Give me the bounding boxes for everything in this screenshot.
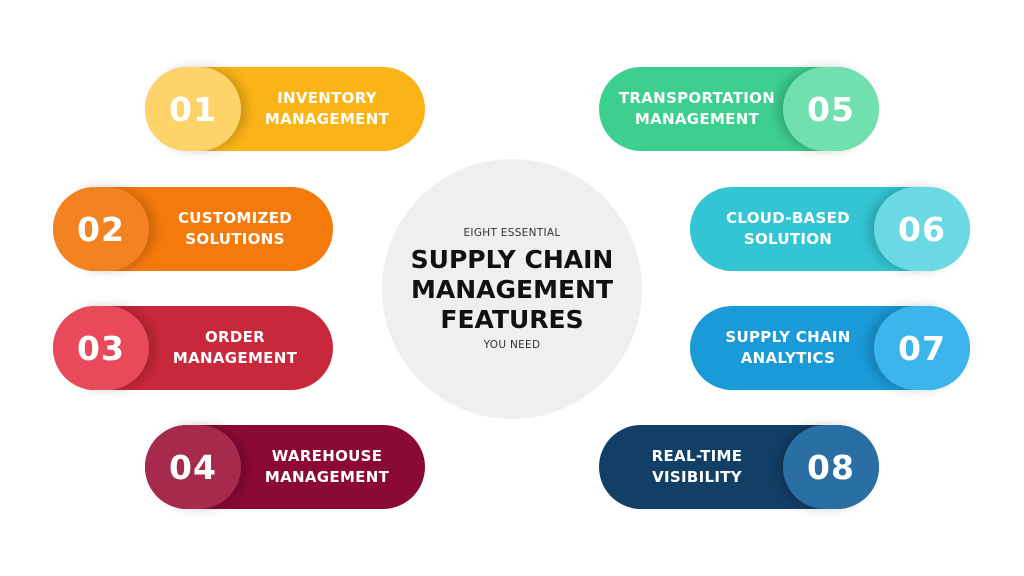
feature-label-07: SUPPLY CHAIN ANALYTICS	[702, 306, 874, 390]
feature-label-line2: MANAGEMENT	[264, 468, 390, 486]
feature-number-cap-03: 03	[53, 306, 149, 390]
feature-label-line2: MANAGEMENT	[264, 110, 390, 128]
feature-number-05: 05	[807, 89, 855, 129]
feature-label-line1: INVENTORY	[277, 89, 377, 107]
feature-pill-08: REAL-TIME VISIBILITY 08	[599, 425, 879, 509]
feature-label-line2: VISIBILITY	[652, 468, 742, 486]
feature-label-line2: MANAGEMENT	[634, 110, 760, 128]
center-circle: EIGHT ESSENTIAL SUPPLY CHAIN MANAGEMENT …	[382, 159, 642, 419]
feature-number-cap-05: 05	[783, 67, 879, 151]
feature-label-02: CUSTOMIZED SOLUTIONS	[149, 187, 321, 271]
feature-number-cap-04: 04	[145, 425, 241, 509]
feature-number-cap-07: 07	[874, 306, 970, 390]
feature-pill-01: INVENTORY MANAGEMENT 01	[145, 67, 425, 151]
feature-pill-02: CUSTOMIZED SOLUTIONS 02	[53, 187, 333, 271]
feature-label-line1: WAREHOUSE	[271, 447, 383, 465]
feature-label-line1: CLOUD-BASED	[726, 209, 850, 227]
feature-pill-07: SUPPLY CHAIN ANALYTICS 07	[690, 306, 970, 390]
feature-number-04: 04	[169, 447, 217, 487]
feature-label-line2: MANAGEMENT	[172, 349, 298, 367]
feature-label-line2: SOLUTIONS	[185, 230, 285, 248]
center-subtitle-bottom: YOU NEED	[483, 338, 541, 351]
feature-number-cap-08: 08	[783, 425, 879, 509]
feature-pill-03: ORDER MANAGEMENT 03	[53, 306, 333, 390]
feature-pill-06: CLOUD-BASED SOLUTION 06	[690, 187, 970, 271]
feature-label-line1: SUPPLY CHAIN	[725, 328, 851, 346]
feature-number-08: 08	[807, 447, 855, 487]
feature-label-line1: ORDER	[204, 328, 266, 346]
feature-number-cap-01: 01	[145, 67, 241, 151]
feature-number-01: 01	[169, 89, 217, 129]
feature-pill-05: TRANSPORTATION MANAGEMENT 05	[599, 67, 879, 151]
feature-label-line2: ANALYTICS	[740, 349, 836, 367]
feature-label-line2: SOLUTION	[743, 230, 833, 248]
feature-label-04: WAREHOUSE MANAGEMENT	[241, 425, 413, 509]
center-title-line3: FEATURES	[440, 304, 584, 334]
feature-label-line1: TRANSPORTATION	[618, 89, 776, 107]
feature-number-03: 03	[77, 328, 125, 368]
feature-label-06: CLOUD-BASED SOLUTION	[702, 187, 874, 271]
feature-number-cap-02: 02	[53, 187, 149, 271]
feature-label-line1: CUSTOMIZED	[177, 209, 293, 227]
feature-pill-04: WAREHOUSE MANAGEMENT 04	[145, 425, 425, 509]
feature-number-07: 07	[898, 328, 946, 368]
feature-number-02: 02	[77, 209, 125, 249]
center-title-line1: SUPPLY CHAIN	[410, 244, 614, 274]
feature-label-05: TRANSPORTATION MANAGEMENT	[611, 67, 783, 151]
center-title-line2: MANAGEMENT	[410, 274, 614, 304]
feature-label-08: REAL-TIME VISIBILITY	[611, 425, 783, 509]
center-subtitle-top: EIGHT ESSENTIAL	[463, 227, 561, 239]
feature-number-cap-06: 06	[874, 187, 970, 271]
feature-number-06: 06	[898, 209, 946, 249]
feature-label-01: INVENTORY MANAGEMENT	[241, 67, 413, 151]
feature-label-line1: REAL-TIME	[651, 447, 743, 465]
feature-label-03: ORDER MANAGEMENT	[149, 306, 321, 390]
